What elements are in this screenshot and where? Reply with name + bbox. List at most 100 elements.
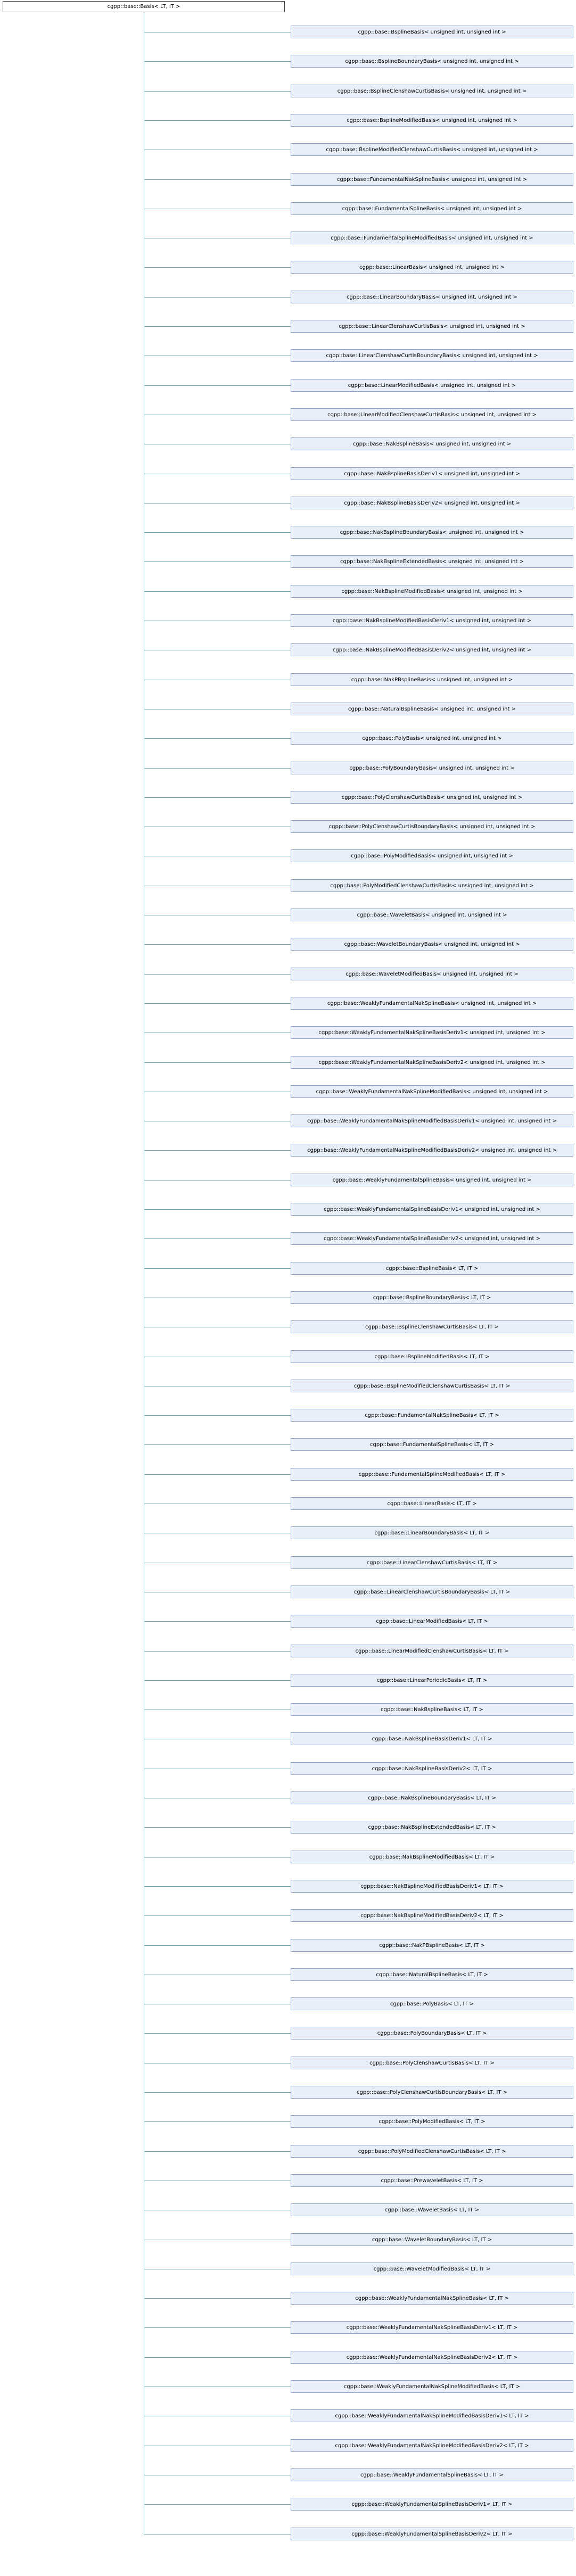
derived-class-node[interactable]: cgpp::base::WeaklyFundamentalNakSplineBa… (291, 1056, 573, 1069)
derived-class-node[interactable]: cgpp::base::LinearPeriodicBasis< LT, IT … (291, 1674, 573, 1687)
derived-class-node[interactable]: cgpp::base::NakBsplineModifiedBasis< LT,… (291, 1851, 573, 1863)
derived-class-node[interactable]: cgpp::base::LinearClenshawCurtisBoundary… (291, 1586, 573, 1598)
derived-class-node[interactable]: cgpp::base::PolyModifiedBasis< unsigned … (291, 849, 573, 862)
derived-class-node[interactable]: cgpp::base::FundamentalSplineModifiedBas… (291, 1468, 573, 1481)
derived-class-node[interactable]: cgpp::base::LinearBasis< LT, IT > (291, 1497, 573, 1510)
derived-class-node[interactable]: cgpp::base::WeaklyFundamentalNakSplineMo… (291, 1144, 573, 1157)
derived-class-node[interactable]: cgpp::base::NakBsplineExtendedBasis< LT,… (291, 1821, 573, 1834)
derived-class-node[interactable]: cgpp::base::WeaklyFundamentalNakSplineBa… (291, 1026, 573, 1039)
derived-class-node[interactable]: cgpp::base::FundamentalNakSplineBasis< u… (291, 173, 573, 186)
inheritance-branch-line (144, 2357, 291, 2358)
inheritance-branch-line (144, 974, 291, 975)
derived-class-node[interactable]: cgpp::base::PolyBasis< LT, IT > (291, 1997, 573, 2010)
inheritance-branch-line (144, 2298, 291, 2299)
inheritance-branch-line (144, 1680, 291, 1681)
inheritance-branch-line (144, 120, 291, 121)
derived-class-node[interactable]: cgpp::base::WeaklyFundamentalNakSplineBa… (291, 2321, 573, 2334)
derived-class-node[interactable]: cgpp::base::FundamentalSplineBasis< unsi… (291, 202, 573, 215)
derived-class-node[interactable]: cgpp::base::PolyClenshawCurtisBoundaryBa… (291, 820, 573, 833)
derived-class-node[interactable]: cgpp::base::BsplineBoundaryBasis< unsign… (291, 55, 573, 68)
derived-class-node[interactable]: cgpp::base::WaveletModifiedBasis< unsign… (291, 968, 573, 980)
derived-class-node[interactable]: cgpp::base::WaveletModifiedBasis< LT, IT… (291, 2263, 573, 2275)
derived-class-node[interactable]: cgpp::base::LinearClenshawCurtisBasis< u… (291, 320, 573, 333)
derived-class-node[interactable]: cgpp::base::WeaklyFundamentalNakSplineMo… (291, 1114, 573, 1127)
derived-class-node[interactable]: cgpp::base::LinearModifiedBasis< LT, IT … (291, 1615, 573, 1628)
derived-class-node[interactable]: cgpp::base::WeaklyFundamentalSplineBasis… (291, 2528, 573, 2540)
derived-class-node[interactable]: cgpp::base::BsplineBasis< unsigned int, … (291, 26, 573, 38)
derived-class-node[interactable]: cgpp::base::NakPBsplineBasis< LT, IT > (291, 1939, 573, 1952)
derived-class-node[interactable]: cgpp::base::PrewaveletBasis< LT, IT > (291, 2174, 573, 2187)
derived-class-node[interactable]: cgpp::base::WaveletBoundaryBasis< LT, IT… (291, 2233, 573, 2246)
derived-class-node[interactable]: cgpp::base::NaturalBsplineBasis< unsigne… (291, 703, 573, 715)
derived-class-node[interactable]: cgpp::base::BsplineModifiedBasis< unsign… (291, 114, 573, 127)
derived-class-node[interactable]: cgpp::base::WaveletBasis< LT, IT > (291, 2203, 573, 2216)
derived-class-node[interactable]: cgpp::base::NakBsplineBoundaryBasis< LT,… (291, 1791, 573, 1804)
derived-class-node[interactable]: cgpp::base::LinearModifiedBasis< unsigne… (291, 379, 573, 392)
derived-class-node[interactable]: cgpp::base::NakBsplineBasisDeriv2< unsig… (291, 497, 573, 509)
derived-class-node[interactable]: cgpp::base::LinearClenshawCurtisBasis< L… (291, 1556, 573, 1569)
derived-class-node[interactable]: cgpp::base::LinearModifiedClenshawCurtis… (291, 408, 573, 421)
derived-class-node[interactable]: cgpp::base::PolyClenshawCurtisBasis< LT,… (291, 2057, 573, 2069)
root-class-node[interactable]: cgpp::base::Basis< LT, IT > (3, 1, 285, 12)
derived-class-node[interactable]: cgpp::base::BsplineModifiedBasis< LT, IT… (291, 1350, 573, 1363)
derived-class-node[interactable]: cgpp::base::BsplineClenshawCurtisBasis< … (291, 85, 573, 97)
derived-class-node[interactable]: cgpp::base::NakBsplineBasis< unsigned in… (291, 437, 573, 450)
derived-class-node[interactable]: cgpp::base::WeaklyFundamentalNakSplineMo… (291, 2380, 573, 2393)
derived-class-node[interactable]: cgpp::base::PolyClenshawCurtisBoundaryBa… (291, 2086, 573, 2099)
derived-class-node[interactable]: cgpp::base::WeaklyFundamentalNakSplineBa… (291, 2292, 573, 2305)
derived-class-node[interactable]: cgpp::base::LinearBoundaryBasis< LT, IT … (291, 1526, 573, 1539)
derived-class-node[interactable]: cgpp::base::BsplineModifiedClenshawCurti… (291, 143, 573, 156)
inheritance-branch-line (144, 532, 291, 533)
inheritance-branch-line (144, 591, 291, 592)
derived-class-node[interactable]: cgpp::base::NakBsplineBasisDeriv1< LT, I… (291, 1732, 573, 1745)
derived-class-node[interactable]: cgpp::base::FundamentalSplineModifiedBas… (291, 232, 573, 244)
derived-class-node[interactable]: cgpp::base::WeaklyFundamentalNakSplineMo… (291, 2409, 573, 2422)
inheritance-branch-line (144, 297, 291, 298)
derived-class-node[interactable]: cgpp::base::FundamentalSplineBasis< LT, … (291, 1438, 573, 1451)
derived-class-node[interactable]: cgpp::base::FundamentalNakSplineBasis< L… (291, 1409, 573, 1422)
derived-class-node[interactable]: cgpp::base::BsplineBoundaryBasis< LT, IT… (291, 1291, 573, 1304)
inheritance-branch-line (144, 2504, 291, 2505)
derived-class-node[interactable]: cgpp::base::NakBsplineExtendedBasis< uns… (291, 555, 573, 568)
derived-class-node[interactable]: cgpp::base::WeaklyFundamentalSplineBasis… (291, 2498, 573, 2511)
derived-class-node[interactable]: cgpp::base::WeaklyFundamentalNakSplineMo… (291, 1085, 573, 1098)
derived-class-node[interactable]: cgpp::base::WeaklyFundamentalSplineBasis… (291, 1174, 573, 1186)
derived-class-node[interactable]: cgpp::base::NakBsplineModifiedBasisDeriv… (291, 643, 573, 656)
derived-class-node[interactable]: cgpp::base::NakBsplineBasis< LT, IT > (291, 1703, 573, 1716)
inheritance-branch-line (144, 1827, 291, 1828)
derived-class-node[interactable]: cgpp::base::WeaklyFundamentalNakSplineBa… (291, 997, 573, 1010)
derived-class-node[interactable]: cgpp::base::NakBsplineModifiedBasisDeriv… (291, 614, 573, 627)
inheritance-branch-line (144, 91, 291, 92)
derived-class-node[interactable]: cgpp::base::WeaklyFundamentalNakSplineMo… (291, 2439, 573, 2452)
derived-class-node[interactable]: cgpp::base::NakBsplineBasisDeriv2< LT, I… (291, 1762, 573, 1775)
derived-class-node[interactable]: cgpp::base::NakBsplineModifiedBasisDeriv… (291, 1880, 573, 1893)
derived-class-node[interactable]: cgpp::base::PolyBoundaryBasis< LT, IT > (291, 2027, 573, 2040)
derived-class-node[interactable]: cgpp::base::PolyModifiedClenshawCurtisBa… (291, 2145, 573, 2158)
derived-class-node[interactable]: cgpp::base::NakBsplineModifiedBasisDeriv… (291, 1909, 573, 1922)
derived-class-node[interactable]: cgpp::base::NakBsplineModifiedBasis< uns… (291, 585, 573, 598)
derived-class-node[interactable]: cgpp::base::WeaklyFundamentalSplineBasis… (291, 2468, 573, 2481)
derived-class-node[interactable]: cgpp::base::BsplineBasis< LT, IT > (291, 1262, 573, 1275)
derived-class-node[interactable]: cgpp::base::PolyBoundaryBasis< unsigned … (291, 762, 573, 774)
derived-class-node[interactable]: cgpp::base::WaveletBasis< unsigned int, … (291, 909, 573, 921)
derived-class-node[interactable]: cgpp::base::WaveletBoundaryBasis< unsign… (291, 938, 573, 951)
inheritance-branch-line (144, 61, 291, 62)
derived-class-node[interactable]: cgpp::base::WeaklyFundamentalSplineBasis… (291, 1203, 573, 1216)
derived-class-node[interactable]: cgpp::base::PolyClenshawCurtisBasis< uns… (291, 791, 573, 804)
derived-class-node[interactable]: cgpp::base::PolyModifiedBasis< LT, IT > (291, 2115, 573, 2128)
derived-class-node[interactable]: cgpp::base::LinearModifiedClenshawCurtis… (291, 1645, 573, 1657)
derived-class-node[interactable]: cgpp::base::NakBsplineBasisDeriv1< unsig… (291, 467, 573, 480)
derived-class-node[interactable]: cgpp::base::BsplineClenshawCurtisBasis< … (291, 1320, 573, 1333)
derived-class-node[interactable]: cgpp::base::WeaklyFundamentalSplineBasis… (291, 1232, 573, 1245)
derived-class-node[interactable]: cgpp::base::NakPBsplineBasis< unsigned i… (291, 673, 573, 686)
derived-class-node[interactable]: cgpp::base::LinearClenshawCurtisBoundary… (291, 349, 573, 362)
derived-class-node[interactable]: cgpp::base::WeaklyFundamentalNakSplineBa… (291, 2351, 573, 2364)
derived-class-node[interactable]: cgpp::base::BsplineModifiedClenshawCurti… (291, 1380, 573, 1392)
derived-class-node[interactable]: cgpp::base::PolyModifiedClenshawCurtisBa… (291, 879, 573, 892)
inheritance-branch-line (144, 797, 291, 798)
derived-class-node[interactable]: cgpp::base::LinearBoundaryBasis< unsigne… (291, 291, 573, 303)
derived-class-node[interactable]: cgpp::base::NaturalBsplineBasis< LT, IT … (291, 1968, 573, 1981)
derived-class-node[interactable]: cgpp::base::LinearBasis< unsigned int, u… (291, 261, 573, 274)
derived-class-node[interactable]: cgpp::base::PolyBasis< unsigned int, uns… (291, 732, 573, 745)
derived-class-node[interactable]: cgpp::base::NakBsplineBoundaryBasis< uns… (291, 526, 573, 539)
